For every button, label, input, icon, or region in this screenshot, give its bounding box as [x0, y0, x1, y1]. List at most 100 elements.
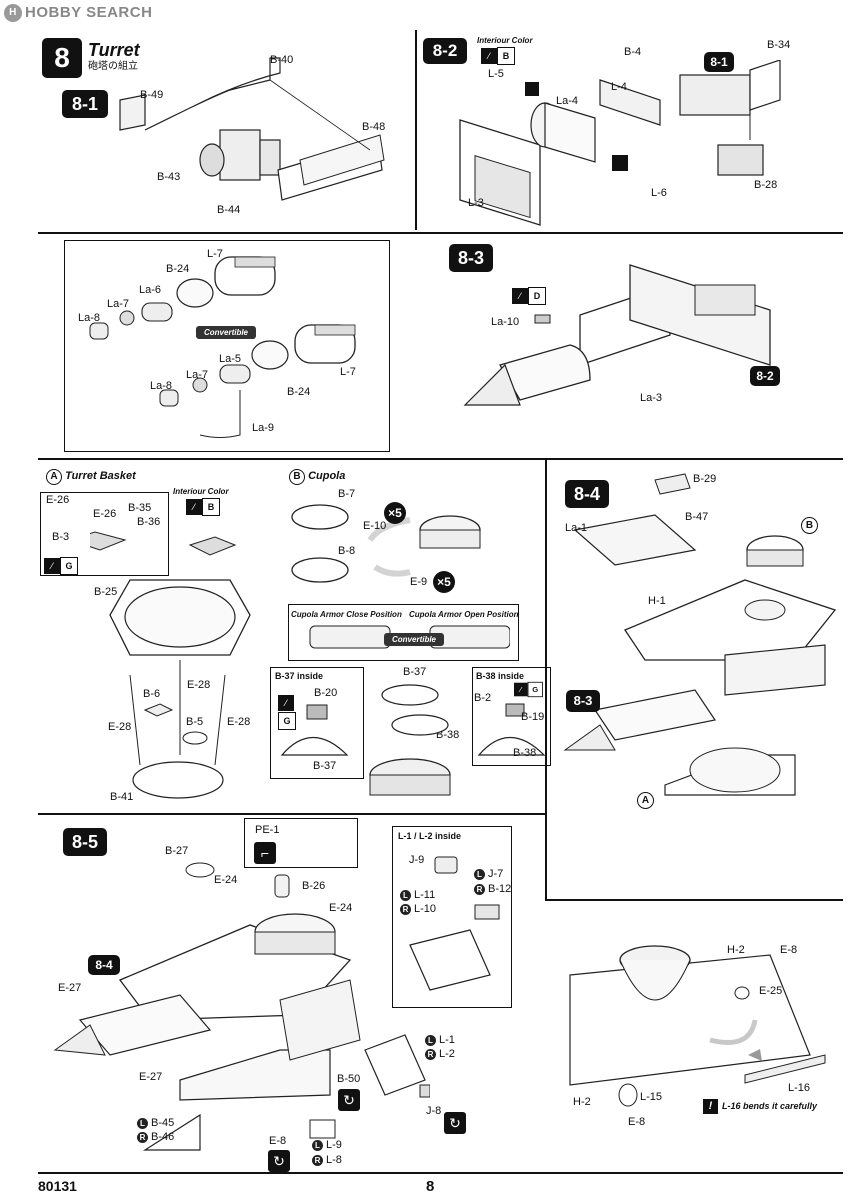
part-label: B-20 — [314, 687, 338, 699]
step-8-2-badge: 8-2 — [423, 38, 467, 64]
kit-number: 80131 — [38, 1178, 77, 1194]
step-subtitle: 砲塔の組立 — [88, 61, 138, 72]
step-8-1-illustration — [119, 57, 385, 201]
step-ref-badge: 8-2 — [750, 366, 780, 386]
part-label: B-8 — [338, 545, 356, 557]
footer-rule — [38, 1172, 843, 1174]
multiplier-badge: ×5 — [433, 571, 455, 593]
b38-inside-illustration — [477, 703, 546, 756]
part-label: B-41 — [110, 791, 134, 803]
part-label: B-40 — [270, 54, 294, 66]
part-label: L-6 — [651, 187, 667, 199]
interior-color-label: Interiour Color — [173, 487, 229, 496]
cupola-armor-position-frame — [288, 604, 519, 661]
right-marker: R — [474, 884, 485, 895]
step-8-4-illustration — [563, 473, 837, 796]
left-marker: L — [312, 1140, 323, 1151]
paint-brush-icon: ⁄ — [512, 288, 528, 304]
part-label: B-25 — [94, 586, 118, 598]
part-label: La-1 — [565, 522, 588, 534]
cupola-illustration — [291, 504, 481, 583]
step-8-3-badge: 8-3 — [449, 244, 493, 272]
right-marker: R — [312, 1155, 323, 1166]
bend-arrow-icon: ↻ — [444, 1112, 466, 1134]
part-label: B-48 — [362, 121, 386, 133]
step-8-1-badge: 8-1 — [62, 90, 108, 118]
divider — [545, 458, 547, 813]
part-label: B-49 — [140, 89, 164, 101]
part-label: E-27 — [58, 982, 82, 994]
part-label: H-1 — [648, 595, 666, 607]
l1-l2-inside-illustration — [409, 856, 500, 991]
bend-arrow-icon: ↻ — [268, 1150, 290, 1172]
part-label: E-27 — [139, 1071, 163, 1083]
caution-note: !L-16 bends it carefully — [703, 1099, 817, 1114]
warning-icon: ! — [703, 1099, 718, 1114]
cupola-hatch-illustration — [369, 684, 451, 796]
b37-inside-illustration — [280, 704, 349, 756]
part-label: E-8 — [269, 1135, 287, 1147]
step-title: Turret — [88, 40, 140, 60]
bend-arrow-icon: ↻ — [338, 1089, 360, 1111]
step-8-5-illustration — [53, 862, 361, 1151]
close-position-label: Cupola Armor Close Position — [291, 610, 402, 619]
part-label: L-7 — [340, 366, 356, 378]
part-label: B-36 — [137, 516, 161, 528]
turret-basket-illustration — [90, 531, 251, 799]
hatch-door-illustration — [364, 1034, 430, 1098]
part-label: E-24 — [329, 902, 353, 914]
part-label: L-7 — [207, 248, 223, 260]
part-label: B-19 — [521, 711, 545, 723]
part-label: E-28 — [108, 721, 132, 733]
right-marker: R — [137, 1132, 148, 1143]
cupola-position-illustration — [309, 625, 510, 649]
marker-b: B — [801, 517, 818, 534]
paint-brush-icon: ⁄ — [514, 682, 528, 697]
part-label: PE-1 — [255, 824, 280, 836]
turret-basket-header: A Turret Basket — [46, 469, 136, 485]
part-label: E-8 — [628, 1116, 646, 1128]
part-label: B-38 — [436, 729, 460, 741]
paint-code: ⁄B — [186, 497, 220, 516]
part-label: B-37 — [313, 760, 337, 772]
multiplier-badge: ×5 — [384, 502, 406, 524]
part-label: B-28 — [754, 179, 778, 191]
paint-code: ⁄B — [481, 46, 515, 65]
paint-code: ⁄D — [512, 286, 546, 305]
part-label: La-6 — [139, 284, 162, 296]
part-label: L-4 — [611, 81, 627, 93]
part-label: B-6 — [143, 688, 161, 700]
cupola-header: B Cupola — [289, 469, 345, 485]
part-label: B-38 — [513, 747, 537, 759]
part-label: B-35 — [128, 502, 152, 514]
part-label: B-43 — [157, 171, 181, 183]
part-label: B-27 — [165, 845, 189, 857]
left-marker: L — [137, 1118, 148, 1129]
part-label: B-50 — [337, 1073, 361, 1085]
part-label: E-28 — [227, 716, 251, 728]
part-label: E-25 — [759, 985, 783, 997]
convertible-arrow: Convertible — [196, 326, 257, 339]
right-marker: R — [400, 904, 411, 915]
part-label: E-9 — [410, 576, 428, 588]
part-label: J-9 — [409, 854, 425, 866]
part-label: B-26 — [302, 880, 326, 892]
marker-b: B — [289, 469, 305, 485]
b38-inside-title: B-38 inside — [476, 671, 525, 681]
step-8-3-illustration — [463, 264, 771, 406]
step-8-4-badge: 8-4 — [565, 480, 609, 508]
left-marker: L — [474, 869, 485, 880]
part-label: B-29 — [693, 473, 717, 485]
part-label: L-15 — [640, 1091, 663, 1103]
convertible-arrow: Convertible — [384, 633, 445, 646]
part-label: E-26 — [93, 508, 117, 520]
part-label: La-5 — [219, 353, 242, 365]
part-label: L-3 — [468, 197, 484, 209]
basket-detail-frame — [40, 492, 169, 576]
